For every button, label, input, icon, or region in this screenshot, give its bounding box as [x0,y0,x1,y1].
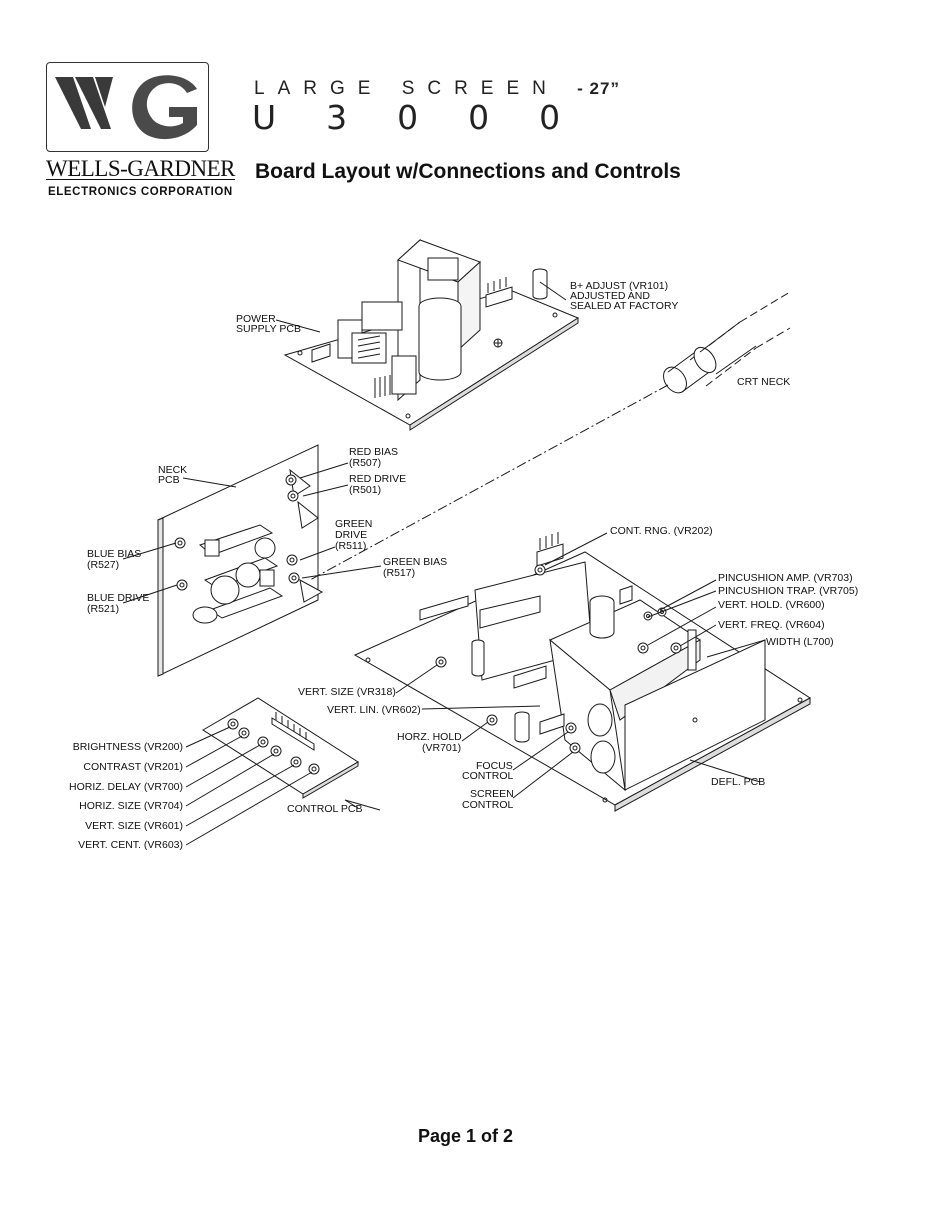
horiz-delay-label: HORIZ. DELAY (VR700) [69,781,183,793]
b-adjust-label-3: SEALED AT FACTORY [570,300,678,312]
red-drive-label-1: RED DRIVE [349,473,406,485]
b-adjust-label-1: B+ ADJUST (VR101) [570,280,668,292]
power-supply-label-2: SUPPLY PCB [236,323,301,335]
red-bias-label-2: (R507) [349,457,381,469]
brightness-label: BRIGHTNESS (VR200) [73,741,183,753]
vert-size-vr318-label: VERT. SIZE (VR318) [298,686,396,698]
horz-hold-label-1: HORZ. HOLD [397,731,462,743]
vert-size-vr601-label: VERT. SIZE (VR601) [85,820,183,832]
neck-pcb-label-1: NECK [158,464,187,476]
horiz-size-label: HORIZ. SIZE (VR704) [79,800,183,812]
defl-pcb-label: DEFL. PCB [711,776,765,788]
pincushion-trap-label: PINCUSHION TRAP. (VR705) [718,585,858,597]
wg-logo-mark [55,75,197,140]
red-bias-label-1: RED BIAS [349,446,398,458]
width-label: WIDTH (L700) [766,636,834,648]
leader-lines [122,281,766,846]
screen-label-2: CONTROL [462,799,513,811]
defl-pcb [353,532,811,812]
series-text: LARGE SCREEN [254,78,559,99]
cont-rng-label: CONT. RNG. (VR202) [610,525,713,537]
neck-pcb-label-2: PCB [158,474,180,486]
green-drive-label-3: (R511) [335,540,366,552]
green-bias-label-2: (R517) [383,567,415,579]
screen-label-1: SCREEN [470,788,514,800]
horz-hold-label-2: (VR701) [422,742,461,754]
focus-label-2: CONTROL [462,770,513,782]
blue-bias-label-2: (R527) [87,559,119,571]
green-drive-label-2: DRIVE [335,529,367,541]
series-size: - 27” [577,79,620,98]
vert-hold-label: VERT. HOLD. (VR600) [718,599,825,611]
connection-lines [309,384,669,581]
red-drive-label-2: (R501) [349,484,381,496]
crt-neck-label: CRT NECK [737,376,790,388]
crt-neck [663,291,791,394]
neck-pcb [157,444,324,677]
control-pcb [202,697,359,799]
control-pcb-label: CONTROL PCB [287,803,362,815]
series-heading: LARGE SCREEN - 27” [254,78,620,100]
company-logo [46,62,209,152]
contrast-label: CONTRAST (VR201) [83,761,183,773]
model-number: U3000 [252,98,611,137]
focus-label-1: FOCUS [476,760,513,772]
blue-drive-label-2: (R521) [87,603,119,615]
blue-bias-label-1: BLUE BIAS [87,548,141,560]
company-name: WELLS-GARDNER [46,156,235,181]
vert-freq-label: VERT. FREQ. (VR604) [718,619,825,631]
pincushion-amp-label: PINCUSHION AMP. (VR703) [718,572,853,584]
power-supply-label-1: POWER [236,313,276,325]
company-subtitle: ELECTRONICS CORPORATION [48,186,233,198]
vert-lin-label: VERT. LIN. (VR602) [327,704,421,716]
page-number: Page 1 of 2 [417,1126,514,1146]
blue-drive-label-1: BLUE DRIVE [87,592,149,604]
green-drive-label-1: GREEN [335,518,372,530]
power-supply-pcb [283,238,580,431]
green-bias-label-1: GREEN BIAS [383,556,447,568]
page-title: Board Layout w/Connections and Controls [255,160,681,183]
b-adjust-label-2: ADJUSTED AND [570,290,650,302]
vert-cent-label: VERT. CENT. (VR603) [78,839,183,851]
board-layout-diagram: POWER SUPPLY PCB B+ ADJUST (VR101) ADJUS… [69,238,858,851]
